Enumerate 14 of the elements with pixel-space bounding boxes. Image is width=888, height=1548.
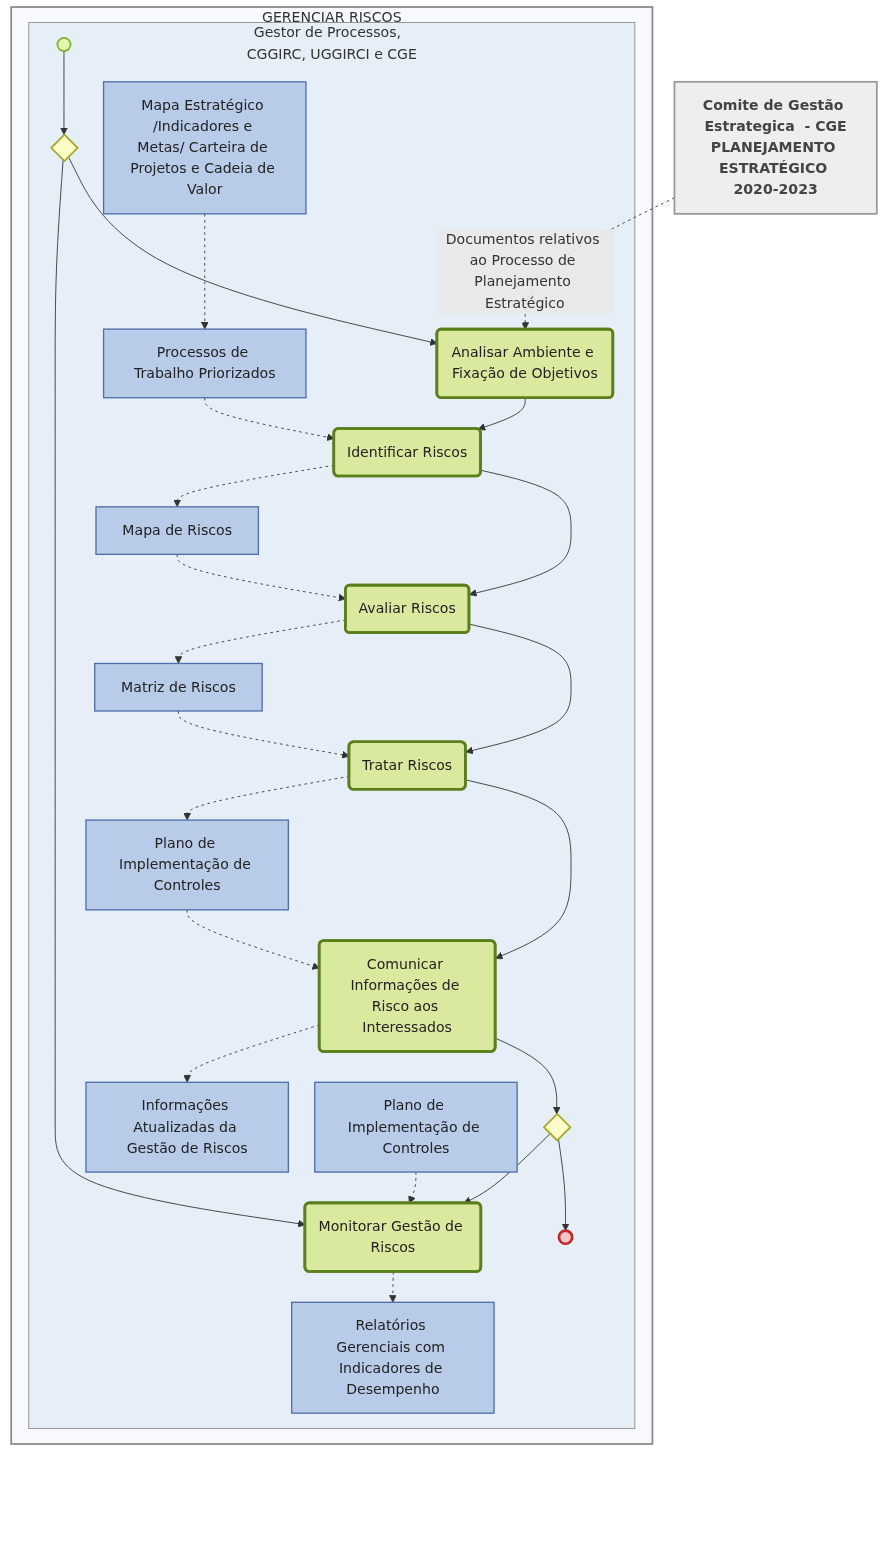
node-box: Plano de Implementação de Controles: [314, 1081, 518, 1173]
edge-label: Documentos relativos ao Processo de Planejamento Estratégico: [445, 230, 600, 312]
node-box: Relatórios Gerenciais com Indicadores de Desempenho: [291, 1301, 495, 1414]
node-circle: [56, 36, 72, 52]
node-box: Processos de Trabalho Priorizados: [102, 328, 307, 399]
node-diamond: [49, 133, 79, 163]
node-box: Mapa de Riscos: [95, 506, 260, 555]
node-box: Plano de Implementação de Controles: [85, 819, 290, 911]
node-box: Informações Atualizadas da Gestão de Riscos: [85, 1081, 290, 1173]
node-box: Comite de Gestão Estrategica - CGE PLANEJAMENTO ESTRATÉGICO 2020-2023: [673, 80, 878, 215]
node-diamond: [542, 1112, 572, 1142]
node-box: Mapa Estratégico /Indicadores e Metas/ Carteira de Projetos e Cadeia de Valor: [102, 81, 307, 215]
node-circle: [557, 1229, 574, 1246]
node-box: Matriz de Riscos: [94, 662, 263, 712]
